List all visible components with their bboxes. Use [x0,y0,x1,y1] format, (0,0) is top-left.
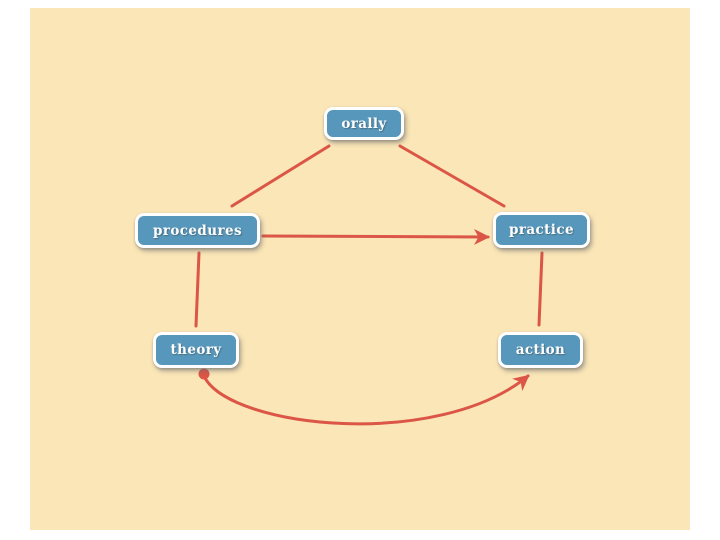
node-theory-label: theory [170,342,222,358]
node-procedures: procedures [135,213,260,248]
node-action: action [498,332,583,368]
node-orally: orally [324,107,404,140]
node-orally-label: orally [341,115,387,132]
node-practice-label: practice [509,222,574,238]
node-action-label: action [515,342,566,358]
node-procedures-label: procedures [153,222,242,239]
node-practice: practice [493,212,590,248]
slide-canvas [30,8,690,530]
node-theory: theory [153,332,239,368]
